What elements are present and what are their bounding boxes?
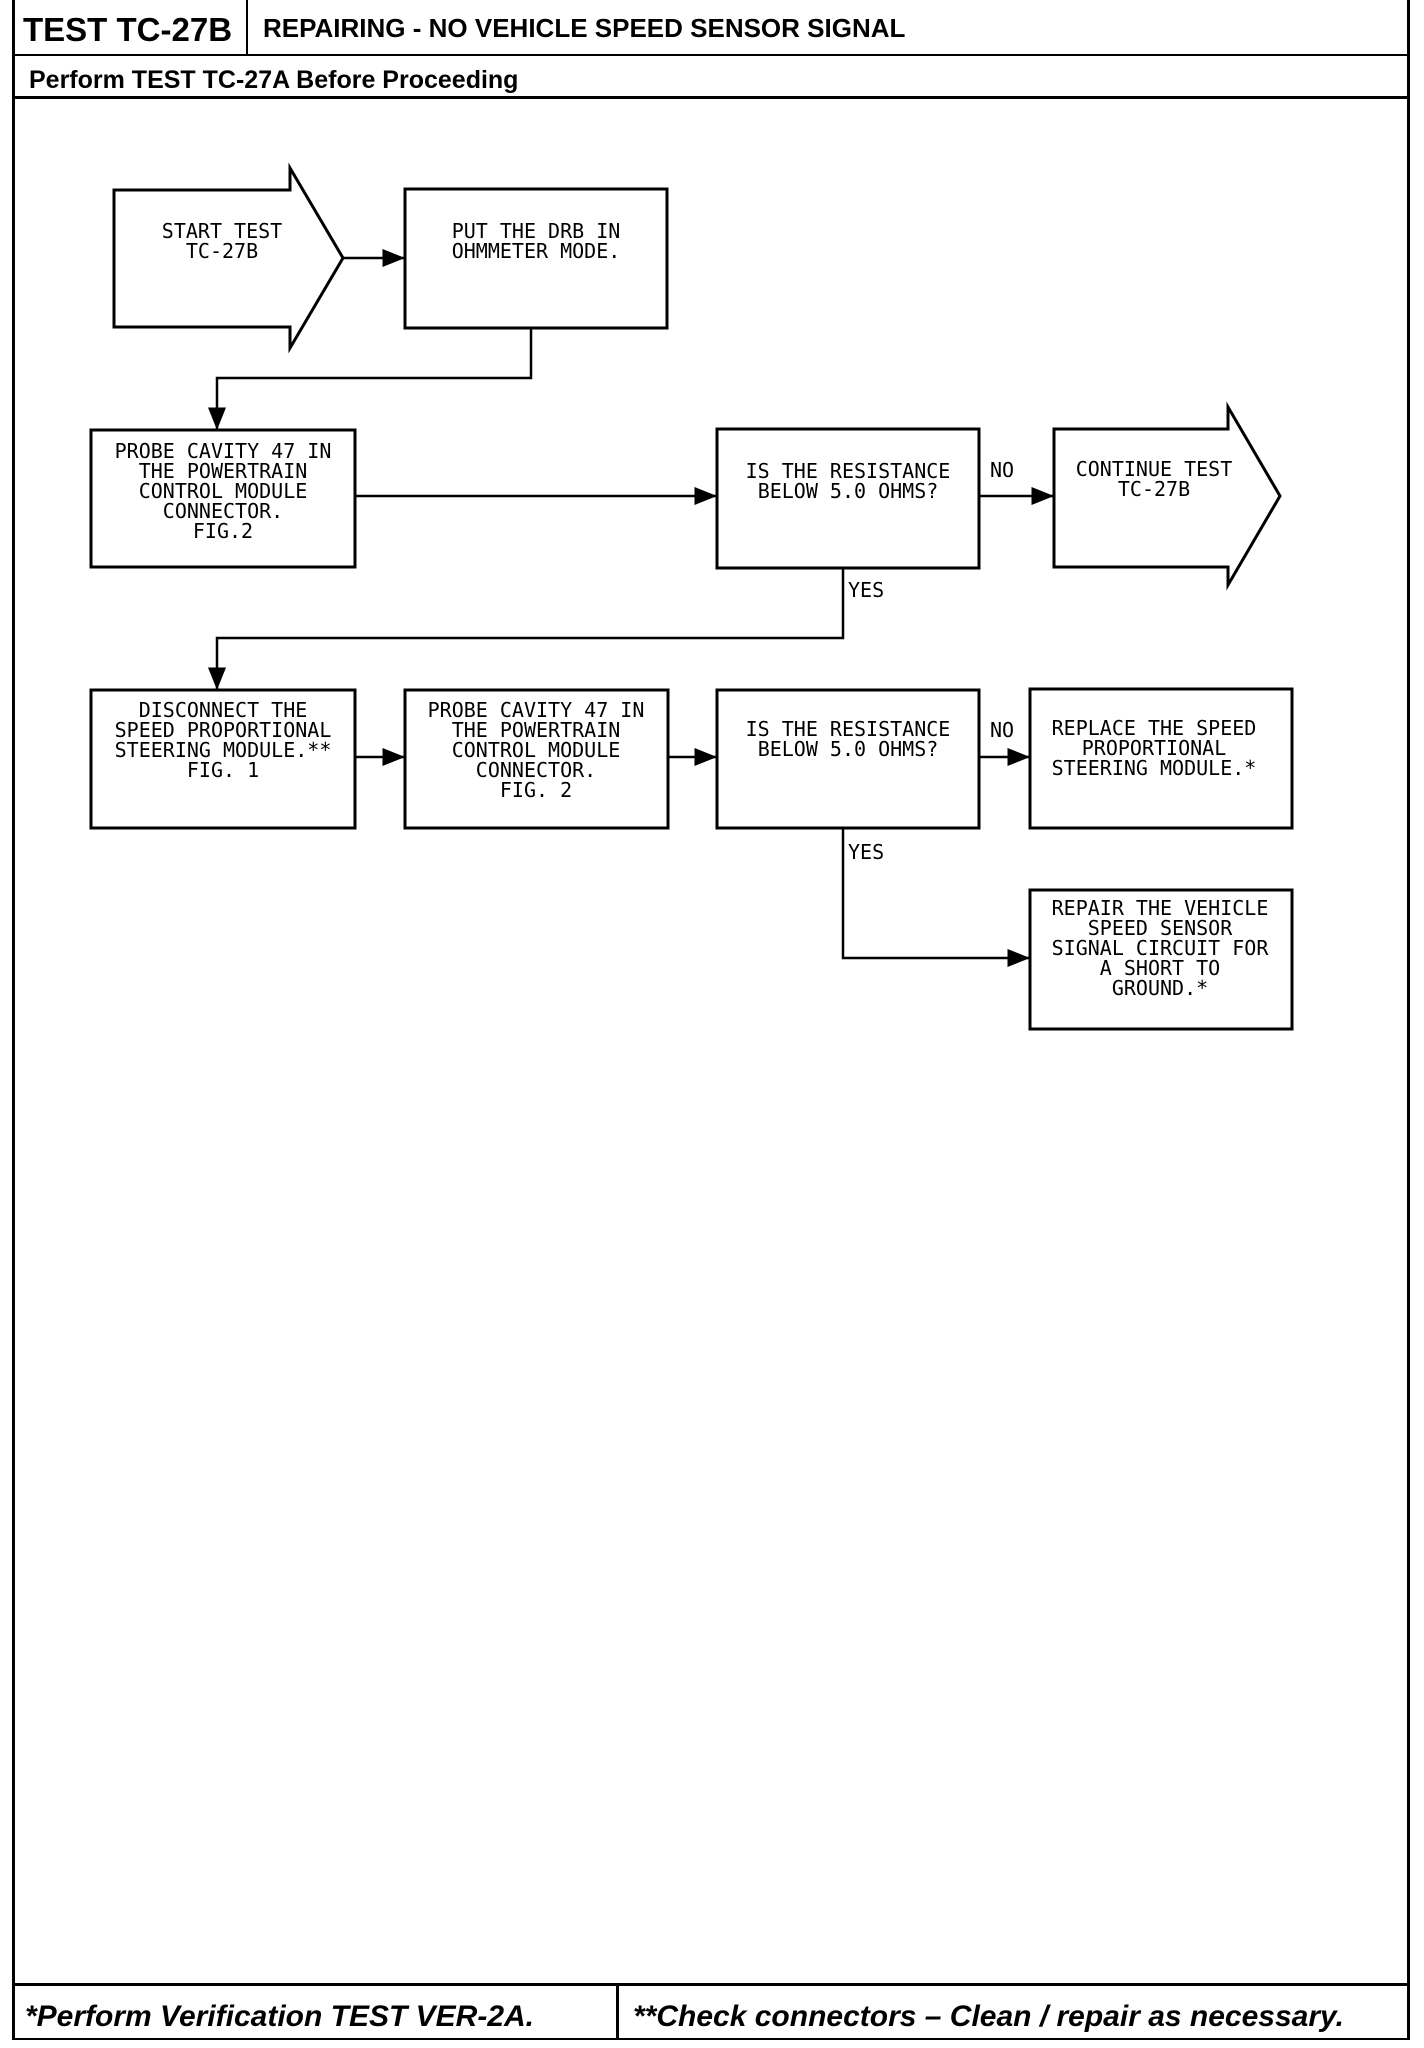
label-line: PUT THE DRB IN (452, 219, 621, 243)
label-line: THE POWERTRAIN (452, 718, 621, 742)
yes2-label: YES (848, 840, 884, 864)
connector-q2-repair (841, 828, 1030, 967)
label-line: BELOW 5.0 OHMS? (758, 479, 939, 503)
continue-arrow-shape (1052, 401, 1282, 591)
label-line: OHMMETER MODE. (452, 239, 621, 263)
label-line: GROUND.* (1112, 976, 1208, 1000)
footnote-connectors: **Check connectors – Clean / repair as n… (633, 2000, 1344, 2033)
label-line: CONTROL MODULE (452, 738, 621, 762)
label-line: REPAIR THE VEHICLE (1052, 896, 1269, 920)
probe2-box (403, 688, 670, 830)
yes1-label: YES (848, 578, 884, 602)
probe1-box (89, 428, 357, 569)
page-frame: TEST TC-27B REPAIRING - NO VEHICLE SPEED… (12, 0, 1410, 2040)
label-line: PROBE CAVITY 47 IN (428, 698, 645, 722)
label-line: STEERING MODULE.* (1052, 756, 1257, 780)
page-title: REPAIRING - NO VEHICLE SPEED SENSOR SIGN… (263, 13, 906, 43)
q2-box (715, 688, 981, 830)
connector-q1-disconnect (208, 568, 845, 690)
label-line: REPLACE THE SPEED (1052, 716, 1257, 740)
label-line: TC-27B (186, 239, 258, 263)
label-line: STEERING MODULE.** (115, 738, 332, 762)
label-line: FIG.2 (193, 519, 253, 543)
label-line: TC-27B (1118, 477, 1190, 501)
label-line: CONTROL MODULE (139, 479, 308, 503)
label-line: THE POWERTRAIN (139, 459, 308, 483)
label-line: FIG. 1 (187, 758, 259, 782)
footnote-verification: *Perform Verification TEST VER-2A. (15, 1986, 619, 2038)
label-line: SPEED SENSOR (1088, 916, 1233, 940)
label-line: DISCONNECT THE (139, 698, 308, 722)
label-line: FIG. 2 (500, 778, 572, 802)
connector-drb-probe1 (208, 328, 533, 430)
label-line: START TEST (162, 219, 282, 243)
repair-box (1028, 888, 1294, 1031)
label-line: A SHORT TO (1100, 956, 1220, 980)
label-line: IS THE RESISTANCE (746, 717, 951, 741)
label-line: CONNECTOR. (476, 758, 596, 782)
footer: *Perform Verification TEST VER-2A. **Che… (15, 1983, 1407, 2040)
start-arrow-shape (112, 162, 345, 354)
test-id: TEST TC-27B (15, 0, 248, 54)
label-line: PROPORTIONAL (1082, 736, 1227, 760)
header-row: TEST TC-27B REPAIRING - NO VEHICLE SPEED… (15, 0, 1407, 56)
label-line: SIGNAL CIRCUIT FOR (1052, 936, 1270, 960)
page-subtitle: Perform TEST TC-27A Before Proceeding (15, 54, 1407, 99)
label-line: PROBE CAVITY 47 IN (115, 439, 332, 463)
label-line: IS THE RESISTANCE (746, 459, 951, 483)
label-line: CONTINUE TEST (1076, 457, 1233, 481)
no1-label: NO (990, 458, 1014, 482)
label-line: SPEED PROPORTIONAL (115, 718, 332, 742)
replace-box (1028, 687, 1294, 830)
label-line: CONNECTOR. (163, 499, 283, 523)
no2-label: NO (990, 718, 1014, 742)
disconnect-box (89, 688, 357, 830)
label-line: BELOW 5.0 OHMS? (758, 737, 939, 761)
q1-box (715, 427, 981, 570)
